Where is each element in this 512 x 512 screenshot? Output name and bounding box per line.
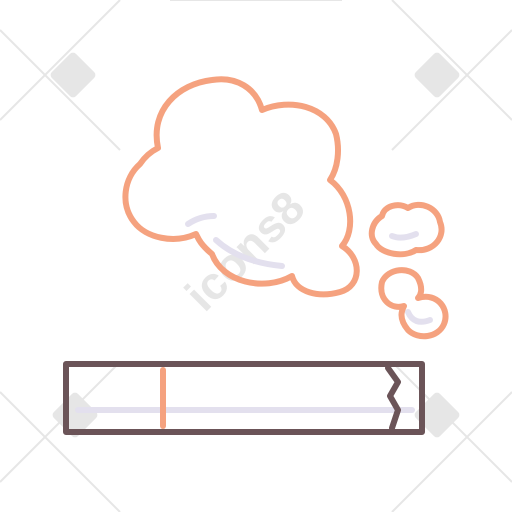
- smoke-puff-upper-outline: [368, 201, 445, 258]
- smoke-cloud-outline: [122, 76, 360, 298]
- cigarette-ash-edge: [385, 365, 401, 431]
- cloud-highlight: [185, 213, 217, 227]
- watermark-logo-mark: [414, 392, 460, 438]
- watermark-line: [391, 0, 512, 121]
- watermark-text: icons8: [175, 181, 315, 321]
- puff-highlight: [389, 231, 419, 241]
- watermark-line: [0, 29, 121, 151]
- smoke: [122, 76, 449, 340]
- highlight-accents: [75, 213, 433, 413]
- watermark-logo-mark: [414, 52, 460, 98]
- cigarette-body-outline: [63, 361, 425, 435]
- watermark-logo-mark: [50, 52, 96, 98]
- cigarette: [63, 361, 425, 435]
- watermark-line: [0, 0, 121, 121]
- puff-highlight: [405, 309, 433, 325]
- cloud-highlight: [213, 237, 285, 269]
- smoke-puff-lower-outline: [378, 267, 449, 340]
- watermark-line: [391, 391, 512, 512]
- watermark-line: [391, 29, 512, 151]
- watermark-line: [0, 391, 121, 512]
